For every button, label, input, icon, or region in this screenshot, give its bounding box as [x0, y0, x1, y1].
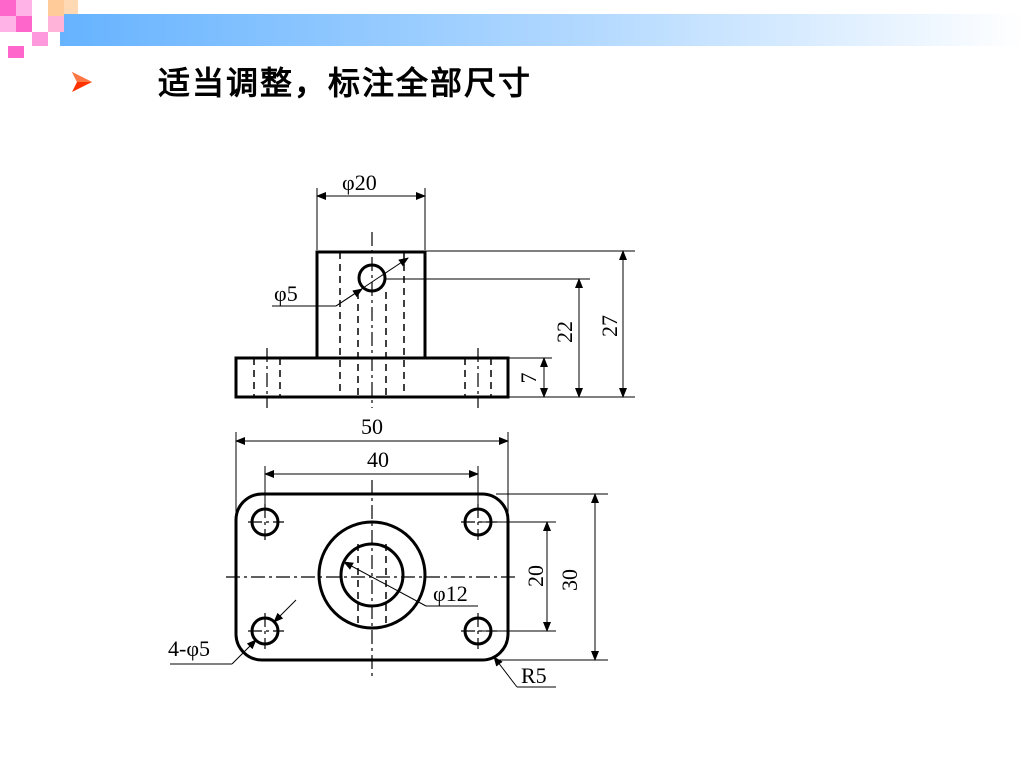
dim-height-hole: 22 — [552, 321, 577, 343]
top-view: 50 40 20 30 φ12 4-φ5 — [168, 414, 608, 688]
arrow-bullet-icon — [72, 72, 92, 92]
dim-hole-spacing-x: 40 — [367, 447, 389, 472]
dim-hole-spacing-y: 20 — [523, 565, 548, 587]
header-band — [0, 0, 1024, 58]
boss-circle — [317, 520, 427, 630]
dim-hole: φ5 — [274, 281, 298, 306]
front-view: φ20 φ5 7 22 27 — [234, 170, 635, 408]
slide-title: 适当调整，标注全部尺寸 — [158, 64, 533, 102]
dim-height-total: 27 — [597, 315, 622, 337]
dim-corner-radius: R5 — [521, 663, 547, 688]
dim-center-hole: φ12 — [433, 581, 468, 606]
dim-overall-depth: 30 — [557, 569, 582, 591]
dim-corner-holes: 4-φ5 — [168, 636, 210, 661]
dim-height-base: 7 — [516, 373, 541, 384]
dim-overall-width: 50 — [361, 414, 383, 439]
dim-top-width: φ20 — [342, 170, 377, 195]
